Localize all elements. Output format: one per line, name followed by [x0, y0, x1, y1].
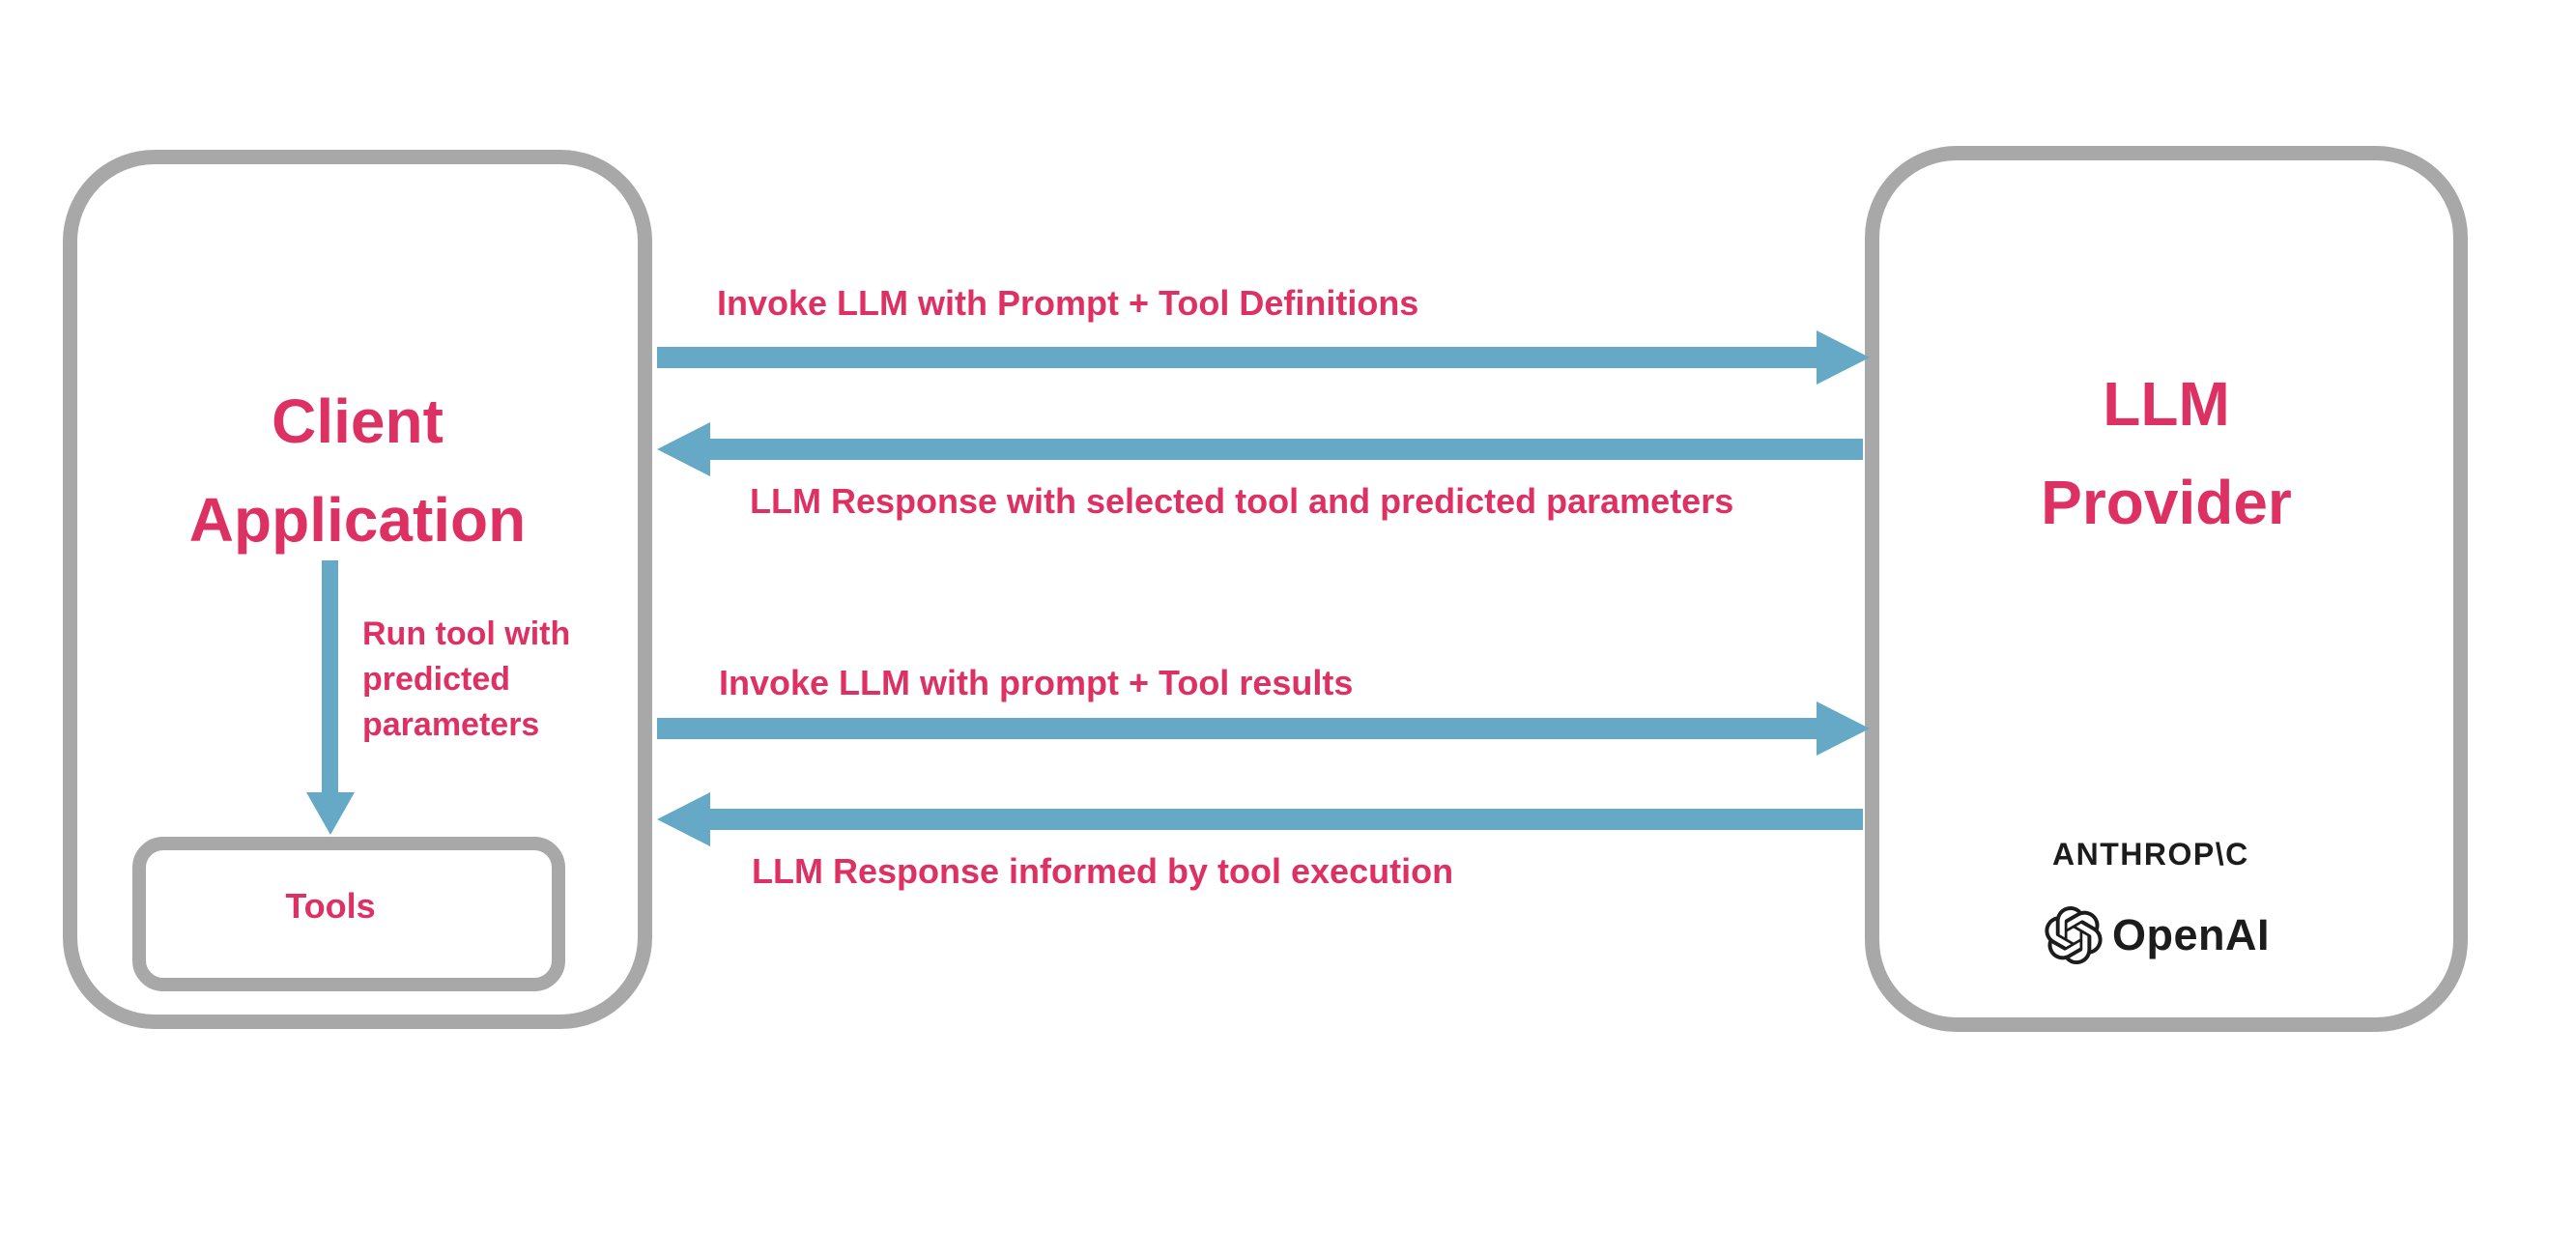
run-tool-arrow-head-icon — [306, 792, 355, 835]
arrow3-right-icon — [657, 701, 1870, 756]
arrow4-left-icon — [657, 792, 1863, 846]
tools-box: Tools — [132, 837, 565, 991]
anthropic-logo: ANTHROP\C — [2052, 837, 2249, 872]
tools-label: Tools — [285, 886, 376, 926]
client-application-title: Client Application — [63, 372, 652, 569]
provider-title-line1: LLM — [2103, 369, 2230, 439]
arrow3-head-icon — [1817, 701, 1870, 756]
arrow1-label: Invoke LLM with Prompt + Tool Definition… — [717, 283, 1419, 323]
arrow1-shaft — [657, 347, 1818, 368]
arrow3-label: Invoke LLM with prompt + Tool results — [719, 663, 1354, 702]
run-tool-label: Run tool with predicted parameters — [362, 615, 571, 743]
client-title-line1: Client — [272, 386, 444, 456]
openai-wordmark: OpenAI — [2112, 910, 2271, 959]
client-title-line2: Application — [188, 485, 527, 555]
openai-flower-icon — [2045, 906, 2103, 964]
arrow2-head-icon — [657, 422, 710, 476]
llm-provider-title: LLM Provider — [1865, 355, 2468, 552]
llm-provider-box — [1865, 146, 2468, 1032]
arrow4-label: LLM Response informed by tool execution — [752, 851, 1454, 891]
arrow2-left-icon — [657, 422, 1863, 476]
arrow3-shaft — [657, 718, 1818, 739]
run-tool-arrow-shaft — [322, 560, 338, 794]
openai-logo: OpenAI — [2045, 906, 2270, 964]
arrow1-right-icon — [657, 330, 1870, 385]
arrow4-shaft — [708, 809, 1863, 830]
provider-title-line2: Provider — [2041, 468, 2292, 537]
arrow2-label: LLM Response with selected tool and pred… — [750, 481, 1734, 521]
arrow1-head-icon — [1817, 330, 1870, 385]
arrow2-shaft — [708, 439, 1863, 460]
arrow4-head-icon — [657, 792, 710, 846]
